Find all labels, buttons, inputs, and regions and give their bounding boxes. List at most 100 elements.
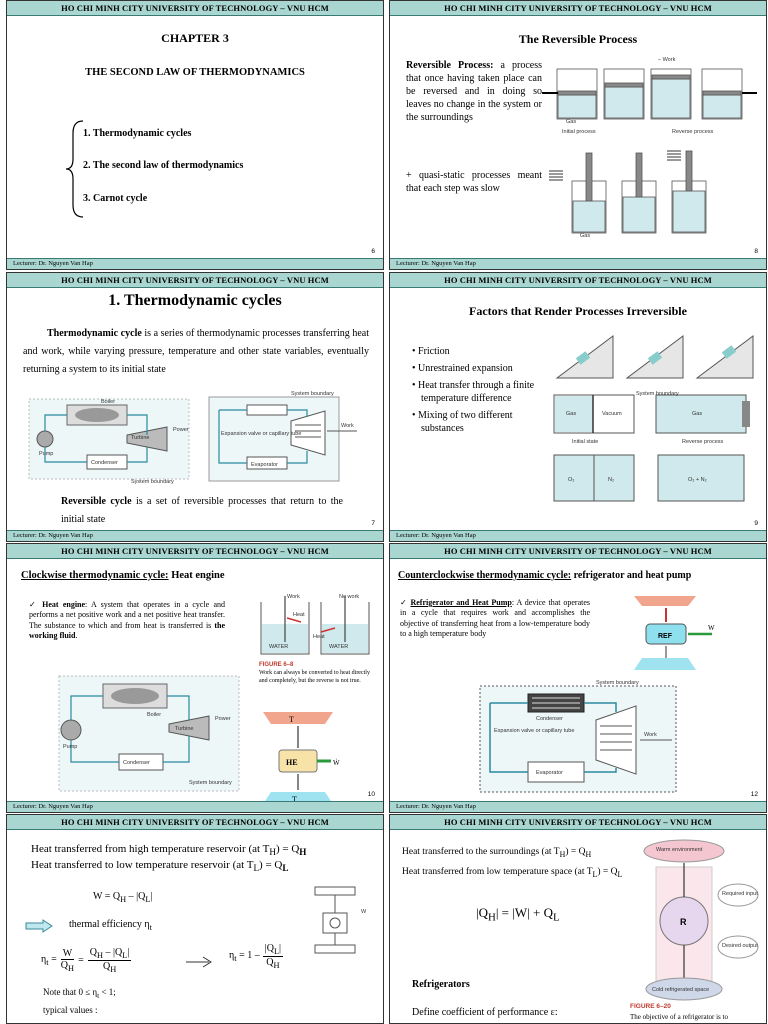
reversible-piston-diagram: – Work Gas Initial process Reverse proce… [542, 57, 757, 239]
refrigerators-heading: Refrigerators [412, 979, 470, 990]
reversible-definition: Reversible Process: a process that once … [406, 60, 542, 123]
toc-item-1: 1. Thermodynamic cycles [83, 128, 192, 139]
arrow-icon [186, 956, 212, 968]
figure-label: FIGURE 6–20 [630, 1003, 671, 1010]
list-item: • Mixing of two different substances [412, 410, 513, 434]
chapter-subtitle: THE SECOND LAW OF THERMODYNAMICS [85, 67, 305, 78]
svg-text:Expansion valve or capillary t: Expansion valve or capillary tube [221, 431, 301, 437]
refrigerator-definition: ✓ Refrigerator and Heat Pump: A device t… [400, 598, 591, 638]
svg-text:Desired output: Desired output [722, 943, 758, 949]
slide-title: Counterclockwise thermodynamic cycle: re… [398, 570, 692, 581]
svg-text:T: T [292, 795, 297, 804]
svg-text:Heat: Heat [313, 634, 325, 640]
heat-engine-definition: ✓ Heat engine: A system that operates in… [29, 600, 226, 640]
slide-header: HO CHI MINH CITY UNIVERSITY OF TECHNOLOG… [390, 544, 766, 559]
svg-text:Evaporator: Evaporator [536, 770, 563, 776]
figure-caption: The objective of a refrigerator is to [630, 1013, 728, 1021]
svg-text:Condenser: Condenser [123, 760, 150, 766]
power-plant-diagram: Boiler Pump Turbine Condenser Power Syst… [28, 398, 190, 485]
slide-title: Factors that Render Processes Irreversib… [469, 304, 687, 318]
svg-text:Work: Work [644, 732, 657, 738]
svg-text:Turbine: Turbine [131, 435, 149, 441]
figure-caption: Work can always be converted to heat dir… [259, 670, 370, 684]
slide-reversible-process: HO CHI MINH CITY UNIVERSITY OF TECHNOLOG… [389, 0, 767, 270]
svg-text:Gas: Gas [566, 411, 576, 417]
quasi-static-note: + quasi-static processes meant that each… [406, 170, 542, 194]
svg-text:Boiler: Boiler [101, 399, 115, 405]
svg-text:W: W [361, 909, 367, 915]
slide-footer: Lecturer: Dr. Nguyen Van Hap [7, 530, 383, 541]
svg-text:Expansion valve or capillary t: Expansion valve or capillary tube [494, 728, 574, 734]
svg-text:– Work: – Work [658, 57, 676, 63]
svg-text:HE: HE [286, 758, 298, 767]
work-equation: W = QH – |QL| [93, 891, 153, 904]
slide-thermodynamic-cycles: HO CHI MINH CITY UNIVERSITY OF TECHNOLOG… [6, 272, 384, 542]
page-number: 9 [754, 520, 758, 527]
heat-high-line: Heat transferred from high temperature r… [31, 843, 307, 858]
svg-text:Gas: Gas [566, 119, 576, 125]
svg-text:Ẇ: Ẇ [333, 759, 340, 767]
slide-header: HO CHI MINH CITY UNIVERSITY OF TECHNOLOG… [7, 815, 383, 830]
heat-low-line: Heat transferred to low temperature rese… [31, 859, 289, 874]
svg-text:Required input: Required input [722, 891, 758, 897]
efficiency-note: Note that 0 ≤ ηt < 1; [43, 987, 116, 1000]
slide-refrigerator: HO CHI MINH CITY UNIVERSITY OF TECHNOLOG… [389, 543, 767, 813]
svg-text:R: R [680, 917, 687, 927]
page-number: 6 [371, 248, 375, 255]
svg-text:Heat: Heat [293, 612, 305, 618]
page-number: 7 [371, 520, 375, 527]
chapter-title: CHAPTER 3 [161, 31, 229, 45]
friction-ramps-diagram [555, 335, 754, 379]
slide-footer: Lecturer: Dr. Nguyen Van Hap [7, 258, 383, 269]
refrigeration-cycle-diagram: System boundary Condenser Expansion valv… [479, 680, 677, 793]
svg-text:No work: No work [339, 594, 359, 600]
slide-header: HO CHI MINH CITY UNIVERSITY OF TECHNOLOG… [7, 1, 383, 16]
svg-text:Warm environment: Warm environment [656, 847, 703, 853]
svg-text:Gas: Gas [692, 411, 702, 417]
svg-text:Work: Work [287, 594, 300, 600]
refrigeration-diagram: System boundary Expansion valve or capil… [208, 391, 357, 482]
ref-schematic: REF W [634, 596, 715, 670]
slide-title: Clockwise thermodynamic cycle: Heat engi… [21, 570, 225, 581]
svg-text:O₂: O₂ [568, 477, 574, 483]
svg-text:WATER: WATER [329, 644, 348, 650]
svg-text:System boundary: System boundary [291, 391, 334, 397]
slide-title: The Reversible Process [518, 32, 638, 46]
slide-footer: Lecturer: Dr. Nguyen Van Hap [390, 258, 766, 269]
slide-header: HO CHI MINH CITY UNIVERSITY OF TECHNOLOG… [390, 273, 766, 288]
svg-text:Reverse process: Reverse process [682, 439, 724, 445]
svg-text:System boundary: System boundary [189, 780, 232, 786]
list-item: • Unrestrained expansion [412, 363, 513, 374]
heat-engine-cycle-diagram: Boiler Pump Turbine Condenser Power Syst… [58, 675, 240, 792]
slide-title: 1. Thermodynamic cycles [108, 292, 282, 309]
slide-header: HO CHI MINH CITY UNIVERSITY OF TECHNOLOG… [7, 544, 383, 559]
svg-text:Work: Work [341, 423, 354, 429]
slide-header: HO CHI MINH CITY UNIVERSITY OF TECHNOLOG… [390, 1, 766, 16]
slide-footer: Lecturer: Dr. Nguyen Van Hap [390, 801, 766, 812]
slide-footer: Lecturer: Dr. Nguyen Van Hap [390, 530, 766, 541]
typical-values: typical values : [43, 1005, 98, 1015]
arrow-icon [25, 919, 53, 933]
svg-text:Power: Power [173, 427, 189, 433]
svg-text:REF: REF [658, 633, 673, 640]
svg-text:Power: Power [215, 716, 231, 722]
svg-text:N₂: N₂ [608, 477, 614, 483]
list-item: • Heat transfer through a finite tempera… [412, 380, 535, 404]
svg-text:Gas: Gas [580, 233, 590, 239]
page-number: 12 [750, 791, 758, 798]
brace-icon [65, 120, 84, 218]
slide-header: HO CHI MINH CITY UNIVERSITY OF TECHNOLOG… [7, 273, 383, 288]
svg-text:Initial process: Initial process [562, 129, 596, 135]
svg-text:System boundary: System boundary [596, 680, 639, 686]
slide-irreversible-factors: HO CHI MINH CITY UNIVERSITY OF TECHNOLOG… [389, 272, 767, 542]
slide-refrigerator-cop: HO CHI MINH CITY UNIVERSITY OF TECHNOLOG… [389, 814, 767, 1024]
svg-text:Evaporator: Evaporator [251, 462, 278, 468]
list-item: • Friction [412, 346, 450, 357]
toc-item-2: 2. The second law of thermodynamics [83, 160, 244, 171]
he-schematic: T HE Ẇ T [263, 712, 340, 804]
efficiency-formula-2: ηt = 1 – |QL|QH [229, 943, 284, 970]
svg-text:Condenser: Condenser [91, 460, 118, 466]
slide-thermal-efficiency: HO CHI MINH CITY UNIVERSITY OF TECHNOLOG… [6, 814, 384, 1024]
svg-text:Initial state: Initial state [572, 439, 598, 445]
